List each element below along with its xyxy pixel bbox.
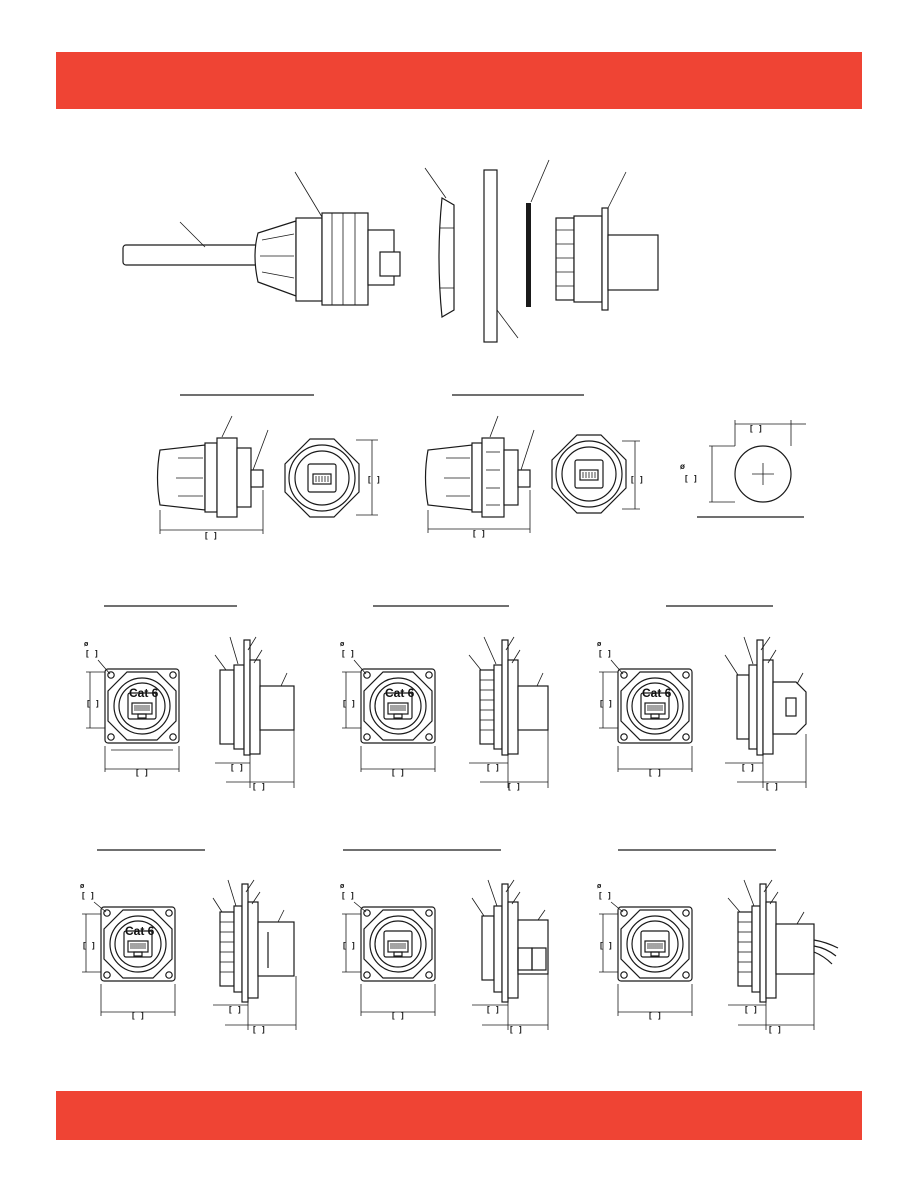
- panel-6-front: ø: [597, 883, 693, 1020]
- panel-3-front: Cat 6 ø: [597, 641, 693, 777]
- panel-1-side: [214, 636, 295, 791]
- plug-assemblies: ø: [156, 394, 806, 540]
- panel-5-front: ø: [340, 883, 436, 1020]
- cat6-label-4: Cat 6: [125, 924, 155, 938]
- cat6-label-1: Cat 6: [129, 686, 159, 700]
- panel-3-side: [724, 636, 807, 791]
- cat6-label-3: Cat 6: [642, 686, 672, 700]
- svg-text:ø: ø: [340, 883, 345, 890]
- panel-4-front: Cat 6 ø: [80, 883, 176, 1020]
- svg-text:ø: ø: [597, 641, 602, 648]
- panel-5-side: [471, 879, 549, 1034]
- footer-band: [56, 1091, 862, 1140]
- svg-text:ø: ø: [84, 641, 89, 648]
- panel-2-front: Cat 6 ø: [340, 641, 436, 777]
- panel-2-side: [468, 636, 549, 791]
- cat6-label-2: Cat 6: [385, 686, 415, 700]
- panel-4-side: [212, 879, 297, 1034]
- header-band: [56, 52, 862, 109]
- receptacle-row-2: Cat 6 ø: [80, 849, 839, 1034]
- svg-text:ø: ø: [340, 641, 345, 648]
- diameter-symbol: ø: [680, 462, 685, 471]
- svg-text:ø: ø: [80, 883, 85, 890]
- panel-6-side: [727, 879, 839, 1034]
- receptacle-row-1: Cat 6 ø: [84, 605, 807, 791]
- svg-text:ø: ø: [597, 883, 602, 890]
- exploded-view: [122, 159, 659, 343]
- panel-1-front: Cat 6 ø: [84, 641, 180, 777]
